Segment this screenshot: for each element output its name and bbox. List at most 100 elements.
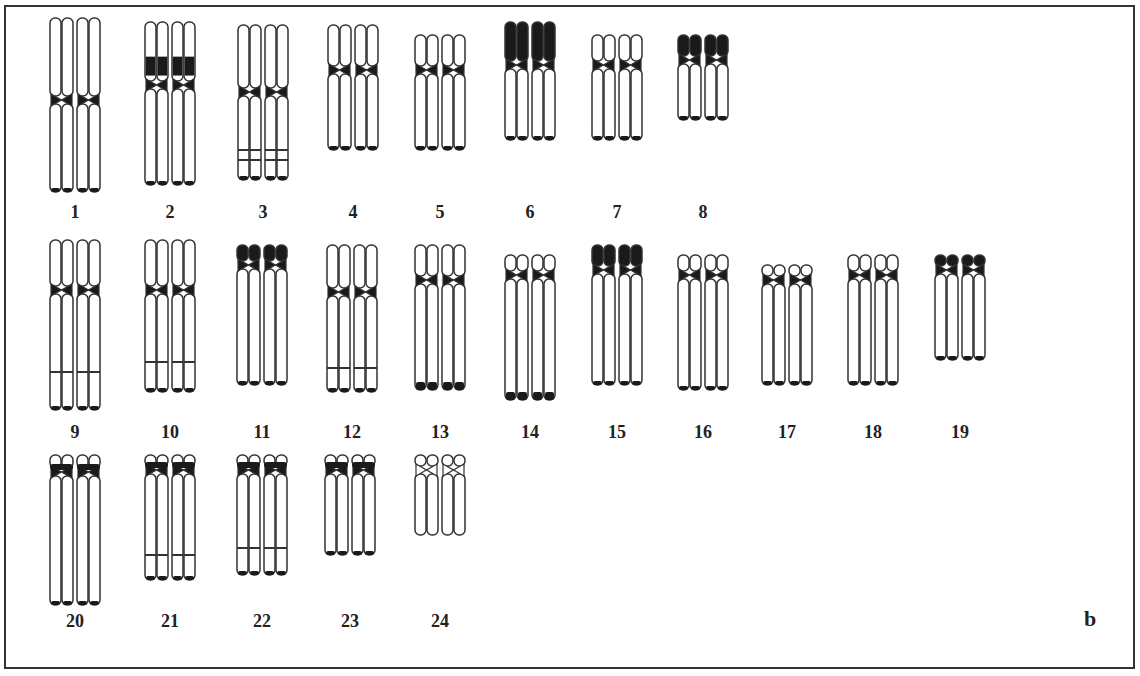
q-arm [544, 279, 555, 400]
q-arm [172, 474, 183, 580]
q-arm [50, 476, 61, 605]
telomere-tip [266, 176, 275, 180]
telomere-tip [277, 381, 286, 385]
q-arm [237, 269, 248, 385]
dark-band [158, 57, 167, 76]
q-arm [366, 296, 377, 392]
centromere [533, 59, 554, 71]
p-arm [250, 25, 261, 88]
q-arm [592, 274, 603, 385]
band-line [62, 371, 73, 373]
centromere [936, 264, 957, 276]
telomere-tip [506, 392, 515, 400]
telomere-tip [90, 188, 99, 192]
q-arm [427, 474, 438, 535]
telomere-tip [545, 136, 554, 140]
q-arm [157, 294, 168, 392]
telomere-tip [963, 356, 972, 360]
chromosome-number: 1 [71, 203, 80, 221]
centromere-cap [237, 462, 260, 468]
q-arm [172, 294, 183, 392]
telomere-tip [455, 382, 464, 390]
band-line [172, 554, 183, 556]
q-arm [264, 269, 275, 385]
q-arm [604, 69, 615, 140]
q-arm [442, 74, 453, 150]
q-arm [678, 279, 689, 390]
q-arm [427, 284, 438, 390]
centromere [173, 284, 194, 296]
q-arm [415, 284, 426, 390]
telomere-tip [356, 146, 365, 150]
q-arm [50, 294, 61, 410]
telomere-tip [250, 381, 259, 385]
p-arm [50, 240, 61, 286]
telomere-tip [238, 571, 247, 575]
p-arm [442, 245, 453, 276]
p-arm [354, 245, 365, 288]
centromere [238, 259, 259, 271]
p-arm [145, 240, 156, 286]
telomere-tip [533, 392, 542, 400]
centromere [78, 284, 99, 296]
q-arm [415, 74, 426, 150]
centromere [329, 64, 350, 76]
band-line [172, 361, 183, 363]
centromere [265, 259, 286, 271]
q-arm [238, 96, 249, 180]
q-arm [875, 279, 886, 385]
q-arm [249, 474, 260, 575]
centromere-cap [172, 462, 195, 468]
p-arm [860, 255, 871, 271]
q-arm [517, 279, 528, 400]
telomere-tip [78, 188, 87, 192]
p-arm [592, 245, 603, 266]
telomere-tip [775, 381, 784, 385]
p-arm [172, 22, 183, 81]
centromere-cap [77, 464, 100, 470]
band-line [77, 371, 88, 373]
telomere-tip [51, 406, 60, 410]
q-arm [604, 274, 615, 385]
p-arm [631, 35, 642, 61]
telomere-tip [173, 388, 182, 392]
q-arm [352, 474, 363, 555]
q-arm [264, 474, 275, 575]
chromosome-number: 24 [431, 612, 449, 630]
telomere-tip [265, 571, 274, 575]
telomere-tip [605, 381, 614, 385]
centromere [763, 274, 784, 286]
q-arm [328, 74, 339, 150]
telomere-tip [326, 551, 335, 555]
telomere-tip [90, 406, 99, 410]
chromosome-number: 20 [66, 612, 84, 630]
chromosome-number: 7 [613, 203, 622, 221]
q-arm [789, 284, 800, 385]
panel-letter: b [1084, 608, 1096, 630]
centromere [620, 59, 641, 71]
q-arm [848, 279, 859, 385]
q-arm [237, 474, 248, 575]
p-arm [619, 245, 630, 266]
p-arm [442, 35, 453, 66]
p-arm [544, 22, 555, 61]
telomere-tip [936, 356, 945, 360]
q-arm [145, 294, 156, 392]
telomere-tip [238, 381, 247, 385]
q-arm [339, 296, 350, 392]
centromere-cap [264, 462, 287, 468]
band-line [184, 361, 195, 363]
q-arm [619, 69, 630, 140]
centromere [146, 284, 167, 296]
centromere [849, 269, 870, 281]
centromere [173, 79, 194, 91]
telomere-tip [90, 601, 99, 605]
centromere [506, 269, 527, 281]
band-line [277, 159, 288, 161]
q-arm [340, 74, 351, 150]
centromere [706, 269, 727, 281]
q-arm [89, 476, 100, 605]
chromosome-number: 4 [349, 203, 358, 221]
chromosome-number: 9 [71, 423, 80, 441]
